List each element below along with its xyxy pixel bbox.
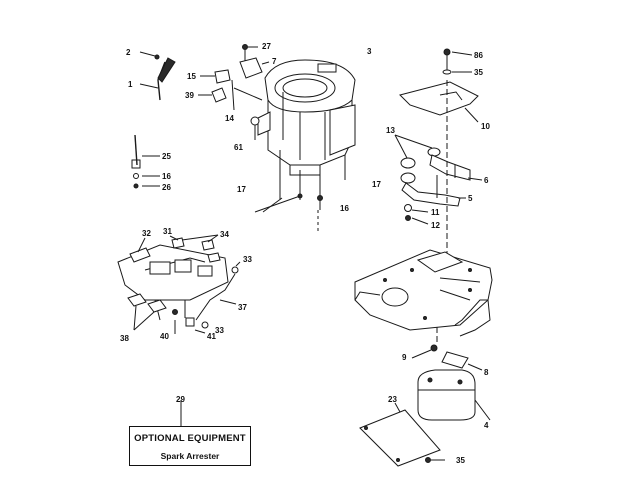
mount-bolts — [254, 150, 346, 213]
label-17-right: 17 — [372, 180, 381, 189]
label-16-left: 16 — [162, 172, 171, 181]
label-4: 4 — [484, 421, 489, 430]
electrical-module — [117, 234, 229, 321]
label-26: 26 — [162, 183, 171, 192]
optional-equipment-title: OPTIONAL EQUIPMENT — [134, 433, 246, 444]
label-5: 5 — [468, 194, 473, 203]
label-12: 12 — [431, 221, 440, 230]
part-labels: 2 1 27 7 3 15 39 14 61 86 35 10 13 6 5 1… — [120, 42, 490, 465]
wire-37 — [172, 261, 241, 334]
label-39: 39 — [185, 91, 194, 100]
label-33-bottom: 33 — [215, 326, 224, 335]
engine — [257, 59, 356, 176]
frame — [354, 249, 493, 337]
label-35-top: 35 — [474, 68, 483, 77]
label-17-left: 17 — [237, 185, 246, 194]
label-7: 7 — [272, 57, 277, 66]
label-35-bottom: 35 — [456, 456, 465, 465]
label-38: 38 — [120, 334, 129, 343]
label-31: 31 — [163, 227, 172, 236]
label-34: 34 — [220, 230, 229, 239]
label-8: 8 — [484, 368, 489, 377]
connectors-38 — [127, 293, 167, 331]
exhaust-pipes — [394, 134, 483, 207]
label-40: 40 — [160, 332, 169, 341]
label-29: 29 — [176, 395, 185, 404]
label-1: 1 — [128, 80, 133, 89]
nuts-11-12 — [404, 204, 429, 225]
label-14: 14 — [225, 114, 234, 123]
label-61: 61 — [234, 143, 243, 152]
label-10: 10 — [481, 122, 490, 131]
fitting-61 — [250, 116, 260, 140]
optional-equipment-box: OPTIONAL EQUIPMENT Spark Arrester — [129, 426, 251, 466]
label-41: 41 — [207, 332, 216, 341]
label-11: 11 — [431, 208, 440, 217]
label-13: 13 — [386, 126, 395, 135]
label-16-right: 16 — [340, 204, 349, 213]
bolt-9-bracket-8 — [411, 344, 483, 371]
label-25: 25 — [162, 152, 171, 161]
label-2: 2 — [126, 48, 131, 57]
dipstick — [131, 134, 160, 189]
label-9: 9 — [402, 353, 407, 362]
label-3: 3 — [367, 47, 372, 56]
fitting-15-39-14 — [198, 69, 263, 111]
label-33-top: 33 — [243, 255, 252, 264]
label-37: 37 — [238, 303, 247, 312]
label-23: 23 — [388, 395, 397, 404]
heat-shield — [399, 48, 479, 123]
spark-arrester-plate — [359, 402, 445, 467]
muffler — [417, 369, 491, 421]
label-15: 15 — [187, 72, 196, 81]
label-86: 86 — [474, 51, 483, 60]
label-27: 27 — [262, 42, 271, 51]
throttle-control — [139, 51, 176, 101]
label-32: 32 — [142, 229, 151, 238]
spark-arrester-label: Spark Arrester — [160, 451, 220, 461]
label-6: 6 — [484, 176, 489, 185]
connector-27-7 — [239, 44, 270, 79]
